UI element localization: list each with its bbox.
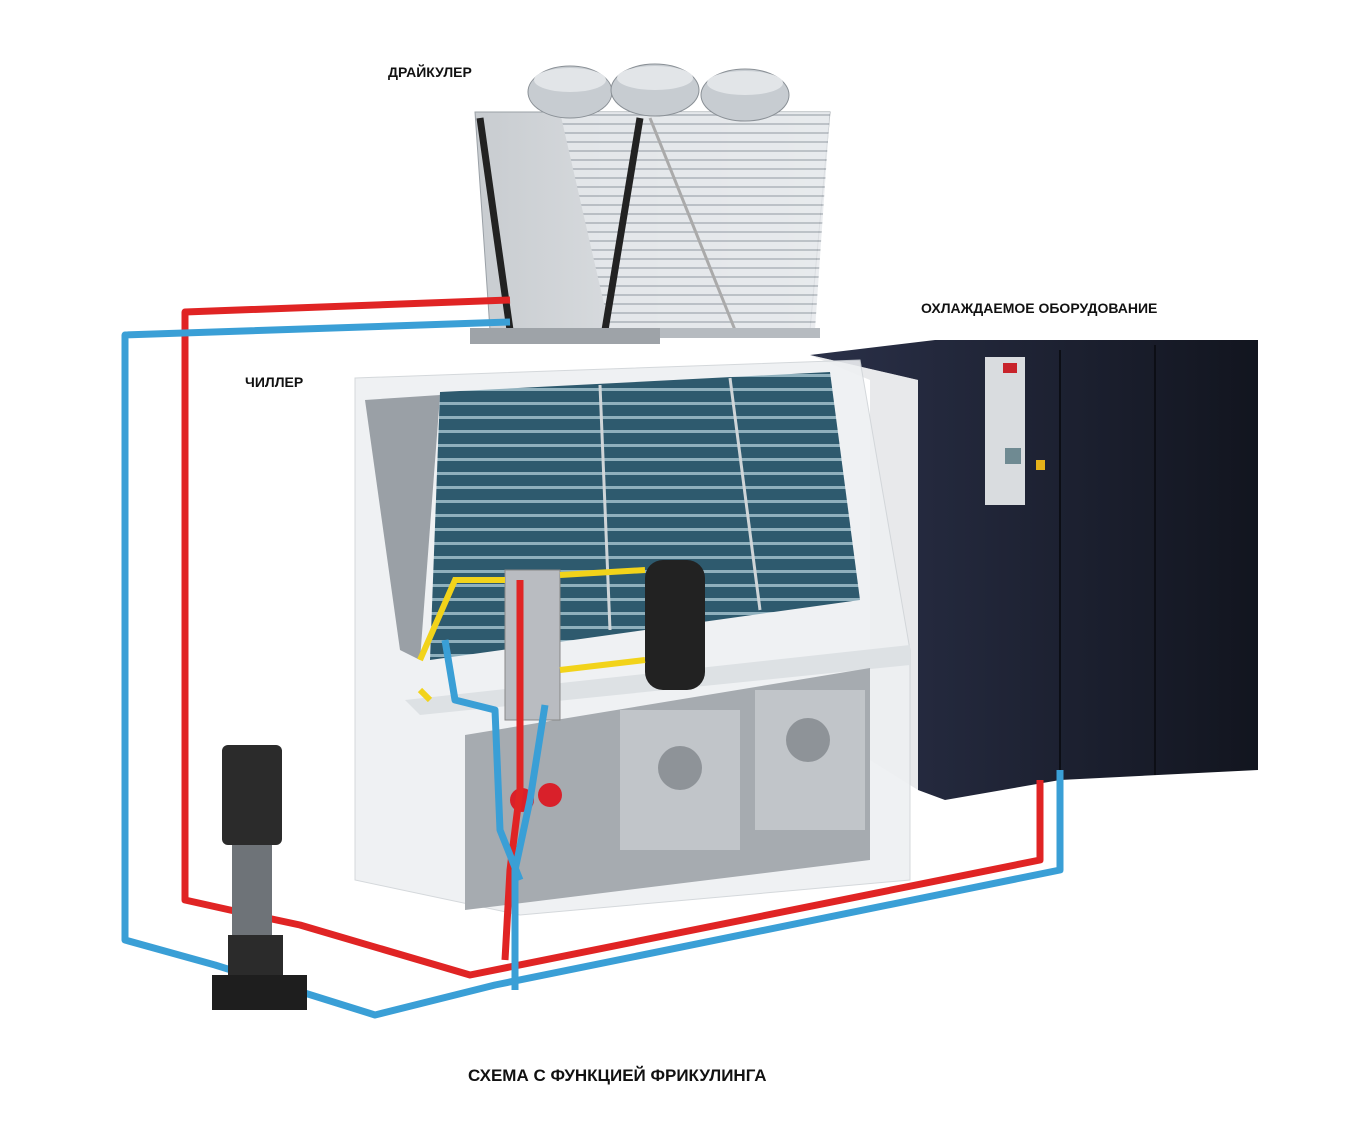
compressor	[645, 560, 705, 690]
fan-icon	[700, 68, 790, 122]
display-screen	[1005, 448, 1021, 464]
valve-icon	[538, 783, 562, 807]
chiller	[354, 359, 911, 916]
main-switch	[1036, 460, 1045, 470]
drycooler-label: ДРАЙКУЛЕР	[388, 64, 472, 80]
drycooler	[470, 63, 831, 344]
plate-heat-exchanger	[504, 569, 561, 721]
evaporator-fans	[465, 668, 870, 910]
cooled-equipment-cabinet	[810, 340, 1258, 800]
cooled-equipment-label: ОХЛАЖДАЕМОЕ ОБОРУДОВАНИЕ	[921, 300, 1158, 316]
fan-icon	[658, 746, 702, 790]
diagram-caption: СХЕМА С ФУНКЦИЕЙ ФРИКУЛИНГА	[468, 1066, 767, 1085]
circulation-pump	[212, 745, 307, 1010]
fan-icon	[610, 63, 700, 117]
brand-logo	[1003, 363, 1017, 373]
control-panel	[985, 357, 1025, 505]
chiller-label: ЧИЛЛЕР	[245, 374, 304, 390]
fan-icon	[786, 718, 830, 762]
fan-icon	[527, 65, 613, 119]
